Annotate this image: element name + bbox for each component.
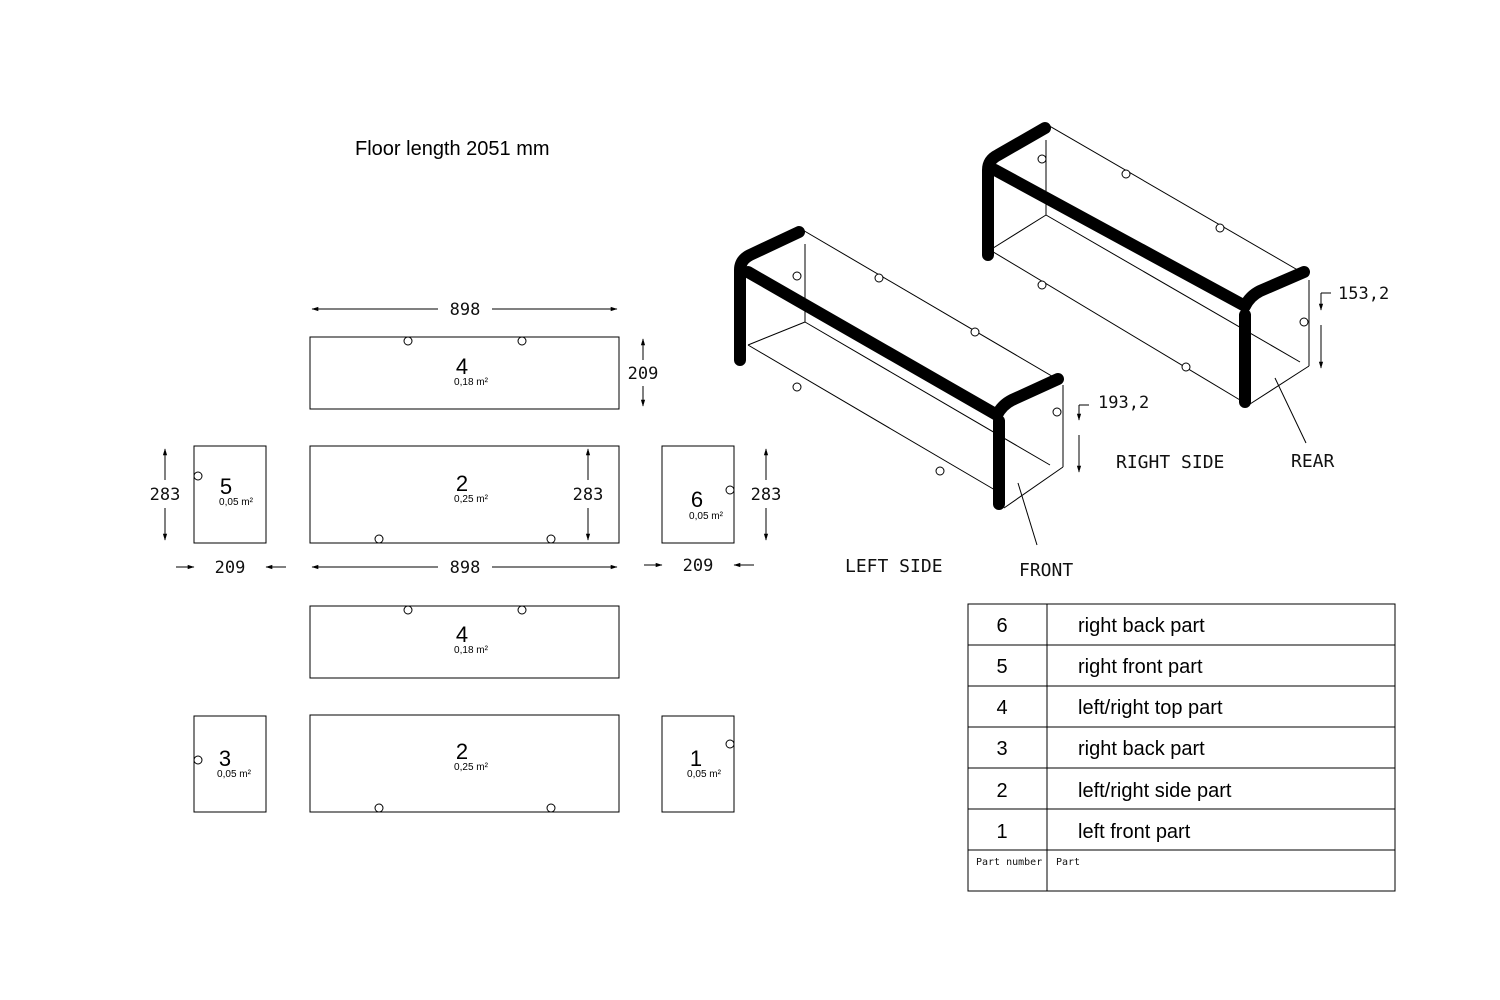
- panel-area: 0,05 m²: [217, 769, 252, 780]
- dim-right-width: 209: [683, 556, 714, 576]
- panel-layout: 4 0,18 m² 5 0,05 m² 2 0,25 m² 6 0,05 m²: [193, 336, 735, 813]
- drawing-title: Floor length 2051 mm: [355, 138, 550, 160]
- panel-number: 4: [456, 354, 468, 379]
- panel-4-bottom: 4 0,18 m²: [309, 605, 620, 679]
- panel-area: 0,05 m²: [219, 497, 254, 508]
- dim-center-height: 283: [573, 485, 604, 505]
- isometric-right-unit: 153,2 RIGHT SIDE REAR: [982, 122, 1389, 473]
- panel-number: 3: [219, 746, 231, 771]
- part-name-cell: left front part: [1078, 821, 1191, 843]
- part-name-cell: right front part: [1078, 656, 1203, 678]
- table-row: 4 left/right top part: [996, 697, 1223, 719]
- dimension-lines: 898 209 283 283 283 209 898 209: [150, 300, 782, 578]
- dim-center-width: 898: [450, 558, 481, 578]
- part-name-cell: right back part: [1078, 615, 1205, 637]
- dim-left-height: 283: [150, 485, 181, 505]
- part-number-cell: 4: [996, 697, 1007, 719]
- header-part-number: Part number: [976, 857, 1042, 868]
- dim-top-width: 898: [450, 300, 481, 320]
- panel-6: 6 0,05 m²: [661, 445, 735, 544]
- panel-number: 2: [456, 471, 468, 496]
- label-front: FRONT: [1019, 560, 1073, 581]
- panel-area: 0,18 m²: [454, 645, 489, 656]
- table-row: 2 left/right side part: [996, 780, 1231, 802]
- label-rear: REAR: [1291, 451, 1335, 472]
- part-number-cell: 1: [996, 821, 1007, 843]
- isometric-left-unit: 193,2 LEFT SIDE FRONT: [734, 226, 1149, 581]
- panel-4-top: 4 0,18 m²: [309, 336, 620, 410]
- table-row: 3 right back part: [996, 738, 1205, 760]
- parts-table: 6 right back part 5 right front part 4 l…: [967, 603, 1396, 892]
- panel-area: 0,05 m²: [689, 511, 724, 522]
- dim-right-height: 283: [751, 485, 782, 505]
- part-number-cell: 5: [996, 656, 1007, 678]
- table-row: 5 right front part: [996, 656, 1203, 678]
- panel-3: 3 0,05 m²: [193, 715, 267, 813]
- panel-1: 1 0,05 m²: [661, 715, 735, 813]
- panel-number: 5: [220, 474, 232, 499]
- table-header: Part number Part: [976, 857, 1080, 868]
- panel-2-lower: 2 0,25 m²: [309, 714, 620, 813]
- part-number-cell: 6: [996, 615, 1007, 637]
- label-left-side: LEFT SIDE: [845, 556, 943, 577]
- dim-left-unit-height: 193,2: [1098, 393, 1149, 413]
- panel-5: 5 0,05 m²: [193, 445, 267, 544]
- panel-area: 0,18 m²: [454, 377, 489, 388]
- panel-number: 4: [456, 622, 468, 647]
- panel-area: 0,25 m²: [454, 762, 489, 773]
- table-row: 6 right back part: [996, 615, 1205, 637]
- part-name-cell: right back part: [1078, 738, 1205, 760]
- part-number-cell: 2: [996, 780, 1007, 802]
- part-number-cell: 3: [996, 738, 1007, 760]
- label-right-side: RIGHT SIDE: [1116, 452, 1224, 473]
- panel-2-upper: 2 0,25 m²: [309, 445, 620, 544]
- dim-top-height: 209: [628, 364, 659, 384]
- panel-area: 0,05 m²: [687, 769, 722, 780]
- table-row: 1 left front part: [996, 821, 1190, 843]
- panel-area: 0,25 m²: [454, 494, 489, 505]
- part-name-cell: left/right side part: [1078, 780, 1232, 802]
- panel-number: 2: [456, 739, 468, 764]
- panel-number: 6: [691, 487, 703, 512]
- panel-number: 1: [690, 746, 702, 771]
- part-name-cell: left/right top part: [1078, 697, 1223, 719]
- dim-left-width: 209: [215, 558, 246, 578]
- header-part: Part: [1056, 857, 1080, 868]
- dim-right-unit-height: 153,2: [1338, 284, 1389, 304]
